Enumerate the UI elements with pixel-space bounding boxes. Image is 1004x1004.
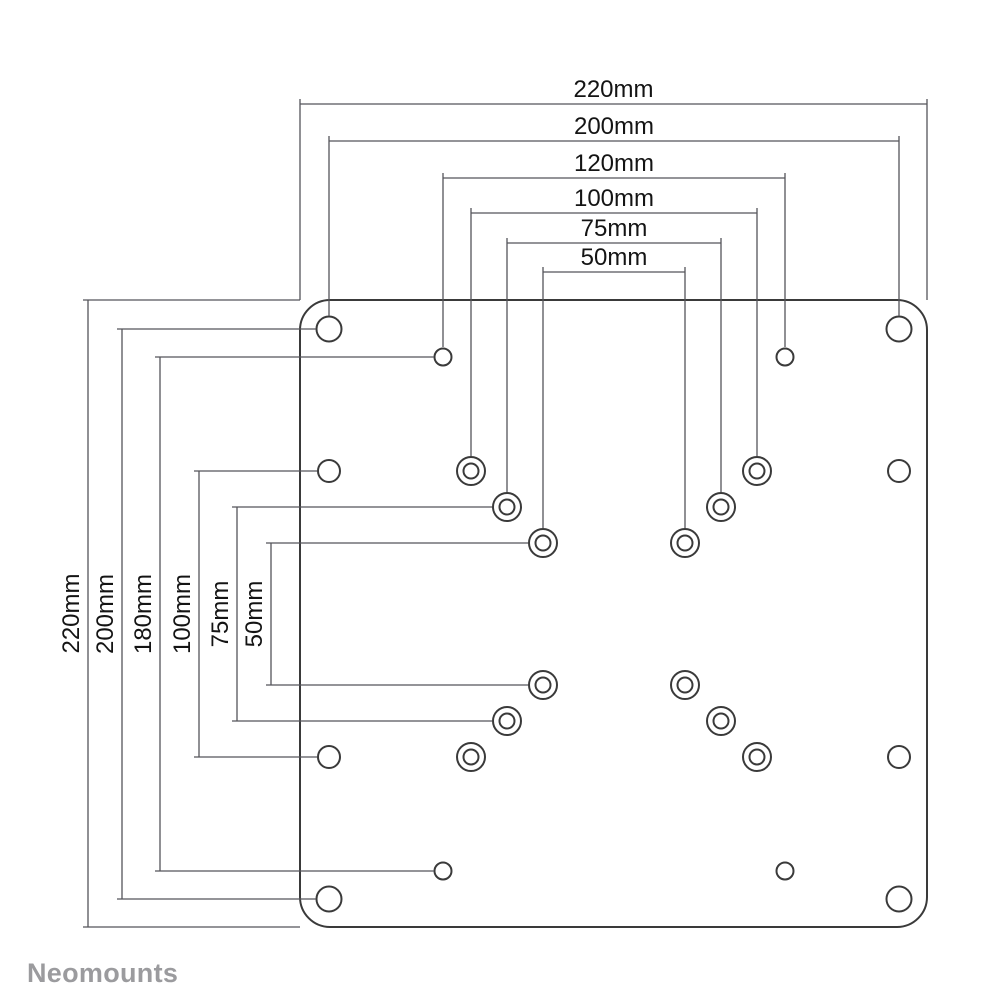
mounting-hole [885,885,913,913]
mounting-hole [317,459,341,483]
mounting-hole [775,861,795,881]
dimension-label-vertical: 180mm [130,574,157,654]
dimension-label-horizontal: 100mm [574,185,654,212]
grommet-hole-inner [462,462,480,480]
dimension-label-horizontal: 200mm [574,113,654,140]
dimension-label-vertical: 50mm [241,581,268,648]
grommet-hole-inner [748,748,766,766]
grommet-hole-inner [498,712,516,730]
mounting-hole [433,347,453,367]
grommet-hole-inner [534,676,552,694]
dimension-label-vertical: 75mm [207,581,234,648]
grommet-hole-inner [676,676,694,694]
dimension-label-vertical: 220mm [58,573,85,653]
adapter-plate-outline [299,299,928,928]
dimension-label-horizontal: 50mm [581,244,648,271]
dimension-label-horizontal: 75mm [581,215,648,242]
grommet-hole-inner [534,534,552,552]
mounting-hole [775,347,795,367]
grommet-hole-inner [462,748,480,766]
mounting-hole [887,459,911,483]
dimension-label-horizontal: 120mm [574,150,654,177]
mounting-hole [317,745,341,769]
neomounts-logo: Neomounts [27,958,179,988]
dimension-label-horizontal: 220mm [573,76,653,103]
mounting-hole [887,745,911,769]
grommet-hole-inner [498,498,516,516]
grommet-hole-inner [676,534,694,552]
grommet-hole-inner [748,462,766,480]
mounting-hole [315,315,343,343]
grommet-hole-inner [712,498,730,516]
dimension-label-vertical: 200mm [92,574,119,654]
mounting-hole [885,315,913,343]
grommet-hole-inner [712,712,730,730]
mounting-hole [315,885,343,913]
mounting-hole [433,861,453,881]
dimension-label-vertical: 100mm [169,574,196,654]
